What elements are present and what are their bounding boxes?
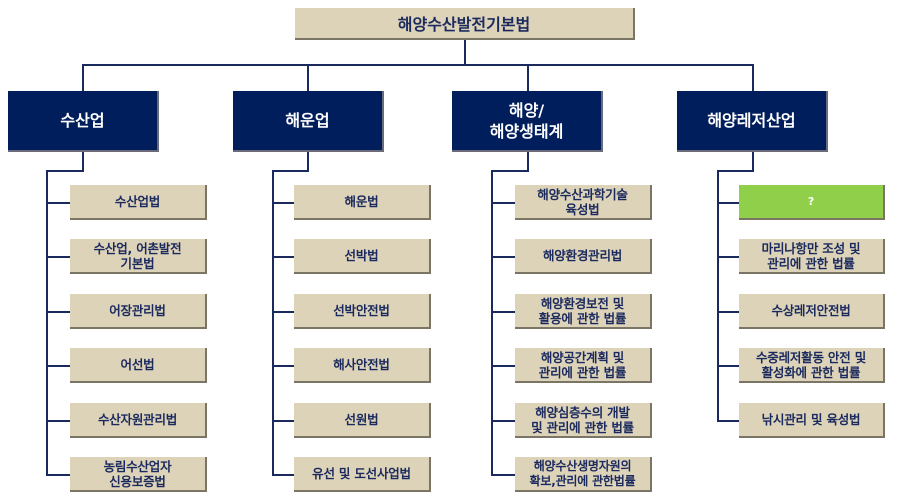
law-marina-port-act: 마리나항만 조성 및 관리에 관한 법률: [739, 239, 885, 274]
law-fisheries-act: 수산업법: [70, 185, 207, 220]
connector-col2-jog: [272, 170, 309, 172]
connector-cat-1: [82, 64, 84, 91]
law-ship-act: 선박법: [294, 239, 431, 274]
law-ocean-science-technology-act: 해양수산과학기술 육성법: [515, 185, 652, 220]
branch: [491, 420, 515, 422]
branch: [272, 420, 294, 422]
branch: [717, 365, 739, 367]
law-maritime-safety-act: 해사안전법: [294, 348, 431, 383]
branch: [272, 256, 294, 258]
law-ship-safety-act: 선박안전법: [294, 294, 431, 329]
root-node-ocean-fisheries-act: 해양수산발전기본법: [295, 8, 635, 40]
connector-col2-drop: [307, 152, 309, 171]
connector-cat-3: [527, 64, 529, 91]
branch: [717, 311, 739, 313]
branch: [491, 365, 515, 367]
law-fishing-ground-management-act: 어장관리법: [70, 294, 207, 329]
connector-col2-spine: [272, 170, 274, 476]
connector-col3-spine: [491, 170, 493, 476]
connector-root: [464, 40, 466, 65]
connector-col4-spine: [717, 170, 719, 422]
law-fisheries-village-development-act: 수산업, 어촌발전 기본법: [70, 239, 207, 274]
branch: [272, 474, 294, 476]
connector-col3-jog: [491, 170, 529, 172]
connector-col1-jog: [46, 170, 84, 172]
law-unknown-placeholder: ?: [739, 185, 885, 220]
law-underwater-leisure-act: 수중레저활동 안전 및 활성화에 관한 법률: [739, 348, 885, 383]
law-water-leisure-safety-act: 수상레저안전법: [739, 294, 885, 329]
connector-col1-spine: [46, 170, 48, 476]
branch: [491, 474, 515, 476]
branch: [46, 474, 70, 476]
connector-bus: [82, 64, 754, 66]
law-marine-transportation-act: 해운법: [294, 185, 431, 220]
law-fishing-management-act: 낚시관리 및 육성법: [739, 403, 885, 438]
law-deep-sea-water-act: 해양심층수의 개발 및 관리에 관한 법률: [515, 403, 652, 438]
connector-col4-drop: [752, 152, 754, 171]
connector-col1-drop: [82, 152, 84, 171]
law-marine-biological-resources-act: 해양수산생명자원의 확보,관리에 관한법률: [515, 457, 652, 492]
category-fisheries: 수산업: [8, 91, 159, 152]
law-marine-environment-conservation-act: 해양환경보전 및 활용에 관한 법률: [515, 294, 652, 329]
branch: [46, 311, 70, 313]
law-fishery-resources-management-act: 수산자원관리법: [70, 403, 207, 438]
branch: [491, 202, 515, 204]
category-shipping: 해운업: [233, 91, 384, 152]
law-ferry-business-act: 유선 및 도선사업법: [294, 457, 431, 492]
connector-cat-4: [752, 64, 754, 91]
branch: [46, 365, 70, 367]
branch: [717, 202, 739, 204]
branch: [46, 256, 70, 258]
branch: [272, 202, 294, 204]
category-marine-leisure: 해양레저산업: [677, 91, 828, 152]
branch: [46, 420, 70, 422]
branch: [272, 365, 294, 367]
branch: [46, 202, 70, 204]
law-fishing-vessels-act: 어선법: [70, 348, 207, 383]
law-marine-environment-management-act: 해양환경관리법: [515, 239, 652, 274]
branch: [272, 311, 294, 313]
branch: [491, 311, 515, 313]
law-seafarers-act: 선원법: [294, 403, 431, 438]
branch: [717, 420, 739, 422]
category-ocean-ecosystem: 해양/ 해양생태계: [452, 91, 603, 152]
connector-col4-jog: [717, 170, 754, 172]
law-marine-spatial-planning-act: 해양공간계획 및 관리에 관한 법률: [515, 348, 652, 383]
branch: [717, 256, 739, 258]
law-credit-guarantee-act: 농림수산업자 신용보증법: [70, 457, 207, 492]
connector-cat-2: [307, 64, 309, 91]
branch: [491, 256, 515, 258]
connector-col3-drop: [527, 152, 529, 171]
